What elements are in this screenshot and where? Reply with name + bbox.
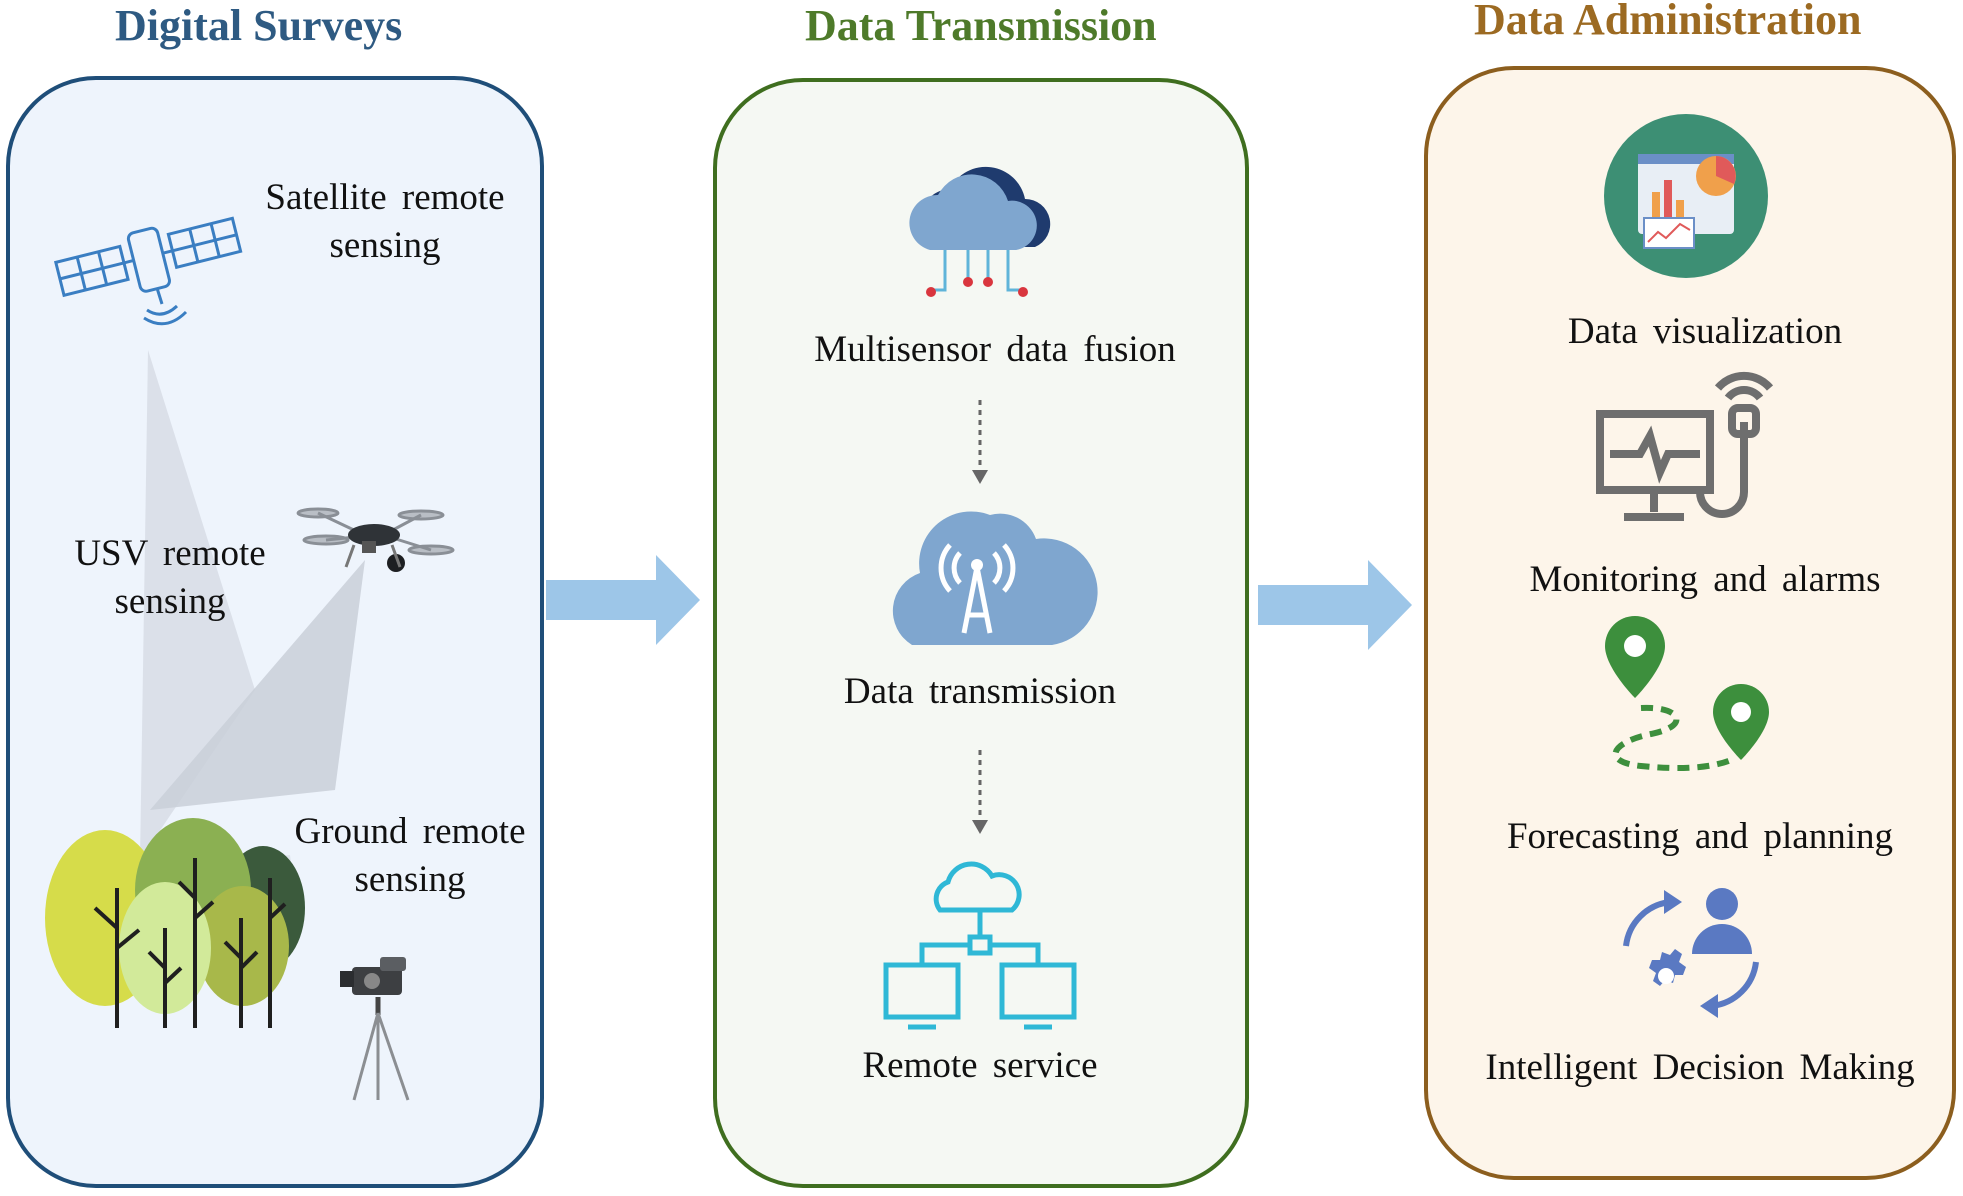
forest-icon — [45, 818, 325, 1038]
ground-label-line1: Ground remote — [294, 811, 526, 852]
monitoring-alarms-label: Monitoring and alarms — [1529, 559, 1881, 600]
satellite-label: Satellite remote sensing — [255, 174, 515, 270]
usv-label-line1: USV remote — [74, 533, 266, 574]
flow-arrow-right-2 — [1258, 560, 1414, 650]
data-transmission-label: Data transmission — [843, 671, 1117, 712]
satellite-icon — [52, 192, 243, 332]
connector-arrow-1 — [970, 400, 990, 490]
camera-tripod-icon — [340, 955, 430, 1105]
drone-icon — [296, 495, 456, 585]
ground-label: Ground remote sensing — [280, 808, 540, 904]
digital-surveys-title: Digital Surveys — [115, 1, 403, 50]
data-administration-title: Data Administration — [1474, 0, 1862, 44]
usv-label: USV remote sensing — [60, 530, 280, 626]
usv-label-line2: sensing — [114, 581, 226, 622]
data-transmission-title: Data Transmission — [805, 1, 1157, 50]
intelligent-decision-label: Intelligent Decision Making — [1485, 1047, 1915, 1088]
signal-tower-icon — [882, 505, 1098, 645]
satellite-label-line1: Satellite remote — [265, 177, 505, 218]
connector-arrow-2 — [970, 750, 990, 840]
satellite-label-line2: sensing — [329, 225, 441, 266]
monitor-alarm-icon — [1594, 371, 1794, 532]
cloud-computers-icon — [880, 855, 1080, 1035]
route-pins-icon — [1605, 616, 1785, 776]
cloud-network-icon — [900, 152, 1060, 312]
dashboard-icon — [1604, 114, 1774, 284]
ground-label-line2: sensing — [354, 859, 466, 900]
decision-cycle-icon — [1616, 880, 1766, 1030]
flow-arrow-right-1 — [546, 555, 702, 645]
forecasting-planning-label: Forecasting and planning — [1506, 816, 1894, 857]
remote-service-label: Remote service — [862, 1045, 1098, 1086]
multisensor-label: Multisensor data fusion — [814, 329, 1176, 370]
data-visualization-label: Data visualization — [1567, 311, 1843, 352]
